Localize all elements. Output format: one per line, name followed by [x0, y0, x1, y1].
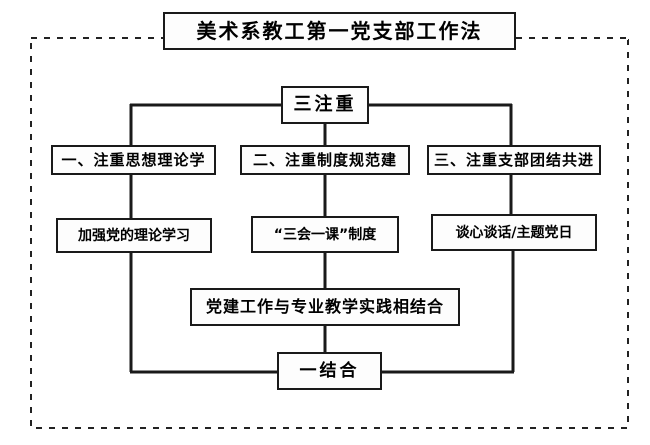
- integration-box: 党建工作与专业教学实践相结合: [190, 288, 460, 326]
- footer-box: 一结合: [277, 352, 382, 390]
- branch-2-heading-label: 二、注重制度规范建: [252, 150, 397, 169]
- branch-1-heading-label: 一、注重思想理论学: [61, 150, 206, 169]
- branch-1-heading-box: 一、注重思想理论学: [51, 145, 216, 175]
- hub-box: 三注重: [281, 86, 369, 124]
- branch-1-detail-box: 加强党的理论学习: [56, 218, 212, 253]
- diagram-title-box: 美术系教工第一党支部工作法: [163, 12, 516, 50]
- branch-3-heading-label: 三、注重支部团结共进: [433, 150, 594, 169]
- footer-label: 一结合: [299, 360, 360, 381]
- diagram-title-text: 美术系教工第一党支部工作法: [196, 19, 483, 43]
- branch-2-heading-box: 二、注重制度规范建: [240, 145, 410, 175]
- hub-label: 三注重: [293, 94, 357, 115]
- branch-3-detail-label: 谈心谈话/主题党日: [455, 224, 573, 241]
- branch-3-detail-box: 谈心谈话/主题党日: [431, 214, 597, 251]
- branch-3-heading-box: 三、注重支部团结共进: [427, 145, 601, 175]
- branch-2-detail-box: “三会一课”制度: [251, 216, 399, 253]
- integration-label: 党建工作与专业教学实践相结合: [205, 297, 444, 316]
- branch-1-detail-label: 加强党的理论学习: [78, 227, 190, 244]
- branch-2-detail-label: “三会一课”制度: [273, 226, 377, 243]
